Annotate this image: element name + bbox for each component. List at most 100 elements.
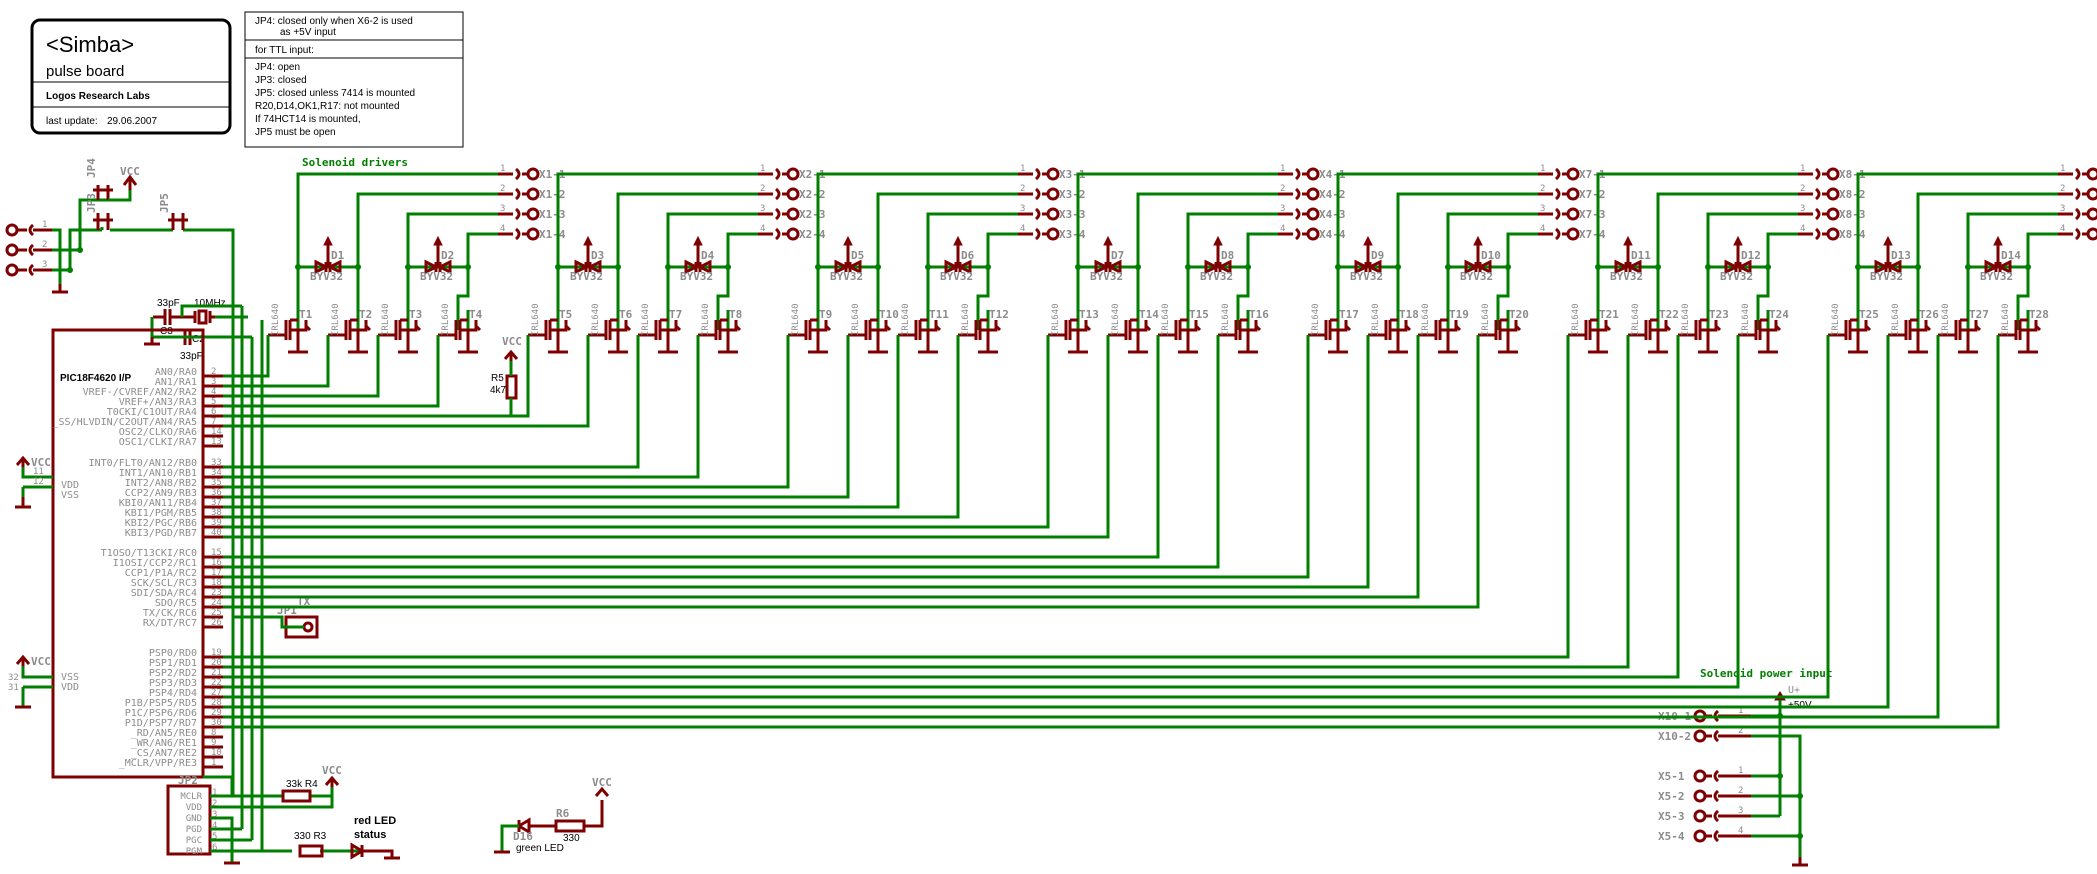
supply-arrow-icon [843, 235, 853, 246]
mcu-pin-name: SDO/RC5 [155, 598, 197, 609]
connector-pin-number: 3 [2060, 204, 2065, 214]
diode-label: D7 [1111, 249, 1124, 262]
transistor-part-label: IRL640 [1631, 303, 1641, 336]
diode-label: D1 [331, 249, 345, 262]
mosfet-icon [1954, 318, 1982, 354]
connector-label: X3-3 [1059, 208, 1086, 221]
mcu-pin-number: 17 [211, 568, 222, 578]
connector-pin-number: 4 [1800, 224, 1805, 234]
resistor-r3: 330 R3 [294, 831, 327, 858]
gate-signal-wire [223, 335, 1940, 719]
connector-label: X8-4 [1839, 228, 1866, 241]
gate-signal-wire [223, 335, 1570, 659]
diode-label: D12 [1741, 249, 1761, 262]
mcu-pin-name: VREF-/CVREF/AN2/RA2 [83, 387, 197, 398]
mcu-pin-number: 13 [211, 437, 222, 447]
supply-arrow-icon [1733, 235, 1743, 246]
connector-label: X7-2 [1579, 188, 1606, 201]
vcc-label: VCC [31, 456, 51, 469]
diode-icon [1204, 245, 1232, 275]
power-connector-label: X5-1 [1658, 770, 1685, 783]
diode-icon [574, 245, 602, 275]
pin-number: 3 [1738, 806, 1743, 816]
mosfet-icon [1844, 318, 1872, 354]
title-block: <Simba> pulse board Logos Research Labs … [30, 18, 232, 135]
c2-value: 33pF [180, 351, 203, 362]
diode-part-label: BYV32 [420, 270, 453, 283]
transistor-part-label: IRL640 [901, 303, 911, 336]
transistor-part-label: IRL640 [1161, 303, 1171, 336]
mcu-pin-number: 5 [211, 397, 216, 407]
terminal-icon [1693, 829, 1707, 843]
note-line: JP4: open [255, 62, 300, 73]
connector-pin-number: 1 [2060, 164, 2065, 174]
mcu-pin-name: RX/DT/RC7 [143, 618, 197, 629]
r5-value: 4k7 [490, 385, 507, 396]
transistor-label: T7 [669, 308, 682, 321]
terminal-icon [2086, 187, 2097, 201]
transistor-part-label: IRL640 [851, 303, 861, 336]
vcc-arrow-icon [594, 786, 610, 797]
connector-label: X2-3 [799, 208, 826, 221]
terminal-icon [5, 263, 19, 277]
terminal-icon [1826, 187, 1840, 201]
mosfet-icon [1584, 318, 1612, 354]
terminal-icon [2086, 227, 2097, 241]
mcu-pin-number: 22 [211, 678, 222, 688]
transistor-label: T11 [929, 308, 949, 321]
power-connector-label: X10-2 [1658, 730, 1691, 743]
transistor-part-label: IRL640 [961, 303, 971, 336]
signal-wires [223, 306, 2000, 851]
transistor-part-label: IRL640 [1481, 303, 1491, 336]
mcu-pin-name: PSP1/RD1 [149, 658, 197, 669]
diode-icon [314, 245, 342, 275]
mcu-pin-name: SDI/SDA/RC4 [131, 588, 197, 599]
connector-label: X4-4 [1319, 228, 1346, 241]
red-led-status-label: status [354, 829, 386, 841]
diode-part-label: BYV32 [570, 270, 603, 283]
mosfet-icon [1234, 318, 1262, 354]
terminal-icon [1693, 789, 1707, 803]
supply-arrow-icon [1623, 235, 1633, 246]
mosfet-icon [1644, 318, 1672, 354]
company-name: Logos Research Labs [46, 91, 150, 102]
terminal-icon [526, 167, 540, 181]
mcu-pin-number: 8 [211, 728, 216, 738]
mcu-pin-number: 23 [211, 588, 222, 598]
pin-number: 1 [1738, 706, 1743, 716]
icsp-pin-number: 6 [212, 843, 217, 853]
vcc-arrow-icon [122, 174, 138, 190]
mcu-pin-name: AN1/RA1 [155, 377, 197, 388]
icsp-header: JP2 [166, 774, 212, 856]
mosfet-icon [394, 318, 422, 354]
mosfet-icon [344, 318, 372, 354]
mcu-pin-number: 15 [211, 548, 222, 558]
r5-name: R5 [491, 373, 504, 384]
transistor-label: T21 [1599, 308, 1619, 321]
mcu-pin-number: 19 [211, 648, 222, 658]
mcu-pin-name: CCP2/AN9/RB3 [125, 488, 197, 499]
mcu-pin-name: INT2/AN8/RB2 [125, 478, 197, 489]
mcu-pin-name: KBI0/AN11/RB4 [119, 498, 197, 509]
connector-pin-number: 3 [1280, 204, 1285, 214]
connector-label: X7-3 [1579, 208, 1606, 221]
input-section: 1 2 3 JP4 VCC JP3 JP5 [5, 158, 235, 380]
pin-number: 2 [1738, 726, 1743, 736]
supply-arrow-icon [953, 235, 963, 246]
gate-signal-wire [223, 335, 1420, 599]
connector-pin-number: 1 [1020, 164, 1025, 174]
mcu-pin-number: 7 [211, 417, 216, 427]
transistor-label: T20 [1509, 308, 1529, 321]
red-led-label: red LED [354, 815, 396, 827]
vcc-label: VCC [120, 165, 140, 178]
mcu-pin-name: P1C/PSP6/RD6 [125, 708, 197, 719]
transistor-label: T27 [1969, 308, 1989, 321]
terminal-icon [1306, 227, 1320, 241]
